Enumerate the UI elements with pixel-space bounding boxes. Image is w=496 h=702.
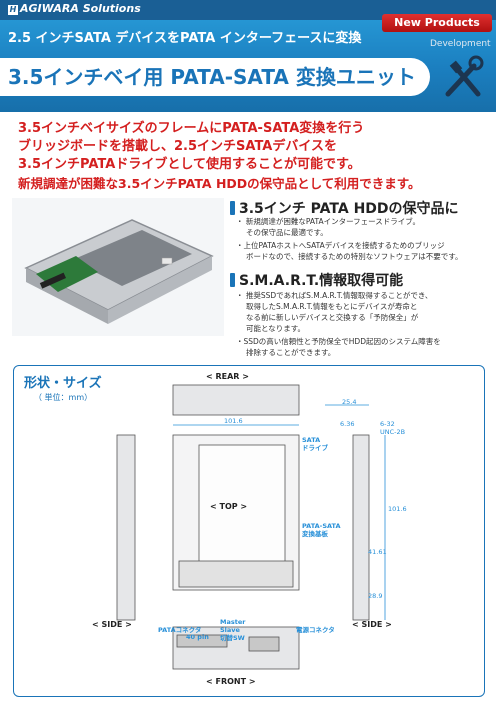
intro-line: ブリッジボードを搭載し、2.5インチSATAデバイスを — [18, 139, 337, 154]
intro-line: 3.5インチPATAドライブとして使用することが可能です。 — [18, 157, 361, 172]
section-bullet: ・ 推奨SSDであればS.M.A.R.T.情報取得することができ、 取得したS.… — [236, 290, 432, 334]
sata-drive-shape — [198, 444, 286, 576]
logo-mark-icon: H — [8, 5, 18, 15]
section-heading-smart: S.M.A.R.T.情報取得可能 — [230, 270, 403, 290]
master-slave-label-line: Slave — [220, 626, 240, 634]
diagram-unit: （ 単位：mm） — [34, 393, 93, 402]
mount-dimension: 41.61 — [368, 548, 387, 556]
intro-note: 新規調達が困難な3.5インチPATA HDDの保守品として利用できます。 — [18, 176, 421, 191]
section-marker-icon — [230, 273, 235, 287]
screw-spec: 6-32 UNC-2B — [380, 420, 405, 436]
product-photo — [12, 198, 224, 336]
bullet-line: 可能となります。 — [246, 324, 306, 333]
power-connector-shape — [248, 636, 280, 652]
master-slave-label-line: Master — [220, 618, 246, 626]
pata-connector-label: PATAコネクタ — [158, 626, 202, 634]
header-top-bar — [0, 0, 496, 20]
title-panel — [0, 58, 430, 96]
side-width-dimension: 25.4 — [342, 398, 357, 406]
section-bullet: ・SSDの高い信頼性と予防保全でHDD起因のシステム障害を 排除することができま… — [236, 336, 441, 358]
bullet-line: ボードなので、接続するための特別なソフトウェアは不要です。 — [246, 252, 463, 261]
page-subtitle: 2.5 インチSATA デバイスをPATA インターフェースに変換 — [8, 31, 362, 46]
width-dimension: 101.6 — [224, 417, 243, 425]
top-label: < TOP > — [210, 502, 248, 511]
bullet-line: ・SSDの高い信頼性と予防保全でHDD起因のシステム障害を — [236, 337, 441, 346]
master-slave-label: Master Slave 切替SW — [220, 618, 245, 642]
pata-connector-shape — [176, 634, 228, 648]
new-products-badge: New Products — [382, 14, 492, 32]
section-marker-icon — [230, 201, 235, 215]
right-side-label: < SIDE > — [352, 620, 392, 629]
bullet-line: 排除することができます。 — [246, 348, 336, 357]
section-bullet: ・上位PATAホストへSATAデバイスを接続するためのブリッジ ボードなので、接… — [236, 240, 462, 262]
logo-text: AGIWARA Solutions — [20, 2, 141, 15]
right-side-view-shape — [352, 434, 370, 621]
section-bullet: ・ 新規調達が困難なPATAインターフェースドライブ。 その保守品に最適です。 — [236, 216, 420, 238]
wrench-screwdriver-icon — [445, 55, 484, 97]
front-label: < FRONT > — [206, 677, 256, 686]
intro-line: 3.5インチベイサイズのフレームにPATA-SATA変換を行う — [18, 121, 365, 136]
bridge-board-label: PATA-SATA 変換基板 — [302, 522, 341, 538]
sata-drive-label: SATA ドライブ — [302, 436, 328, 452]
sata-drive-label-line: ドライブ — [302, 444, 328, 452]
section-heading-text: S.M.A.R.T.情報取得可能 — [239, 273, 404, 289]
bottom-dimension: 28.9 — [368, 592, 383, 600]
offset-dimension: 6.36 — [340, 420, 355, 428]
intro-text: 3.5インチベイサイズのフレームにPATA-SATA変換を行う ブリッジボードを… — [18, 120, 364, 174]
master-slave-label-line: 切替SW — [220, 634, 245, 642]
bridge-board-label-line: PATA-SATA — [302, 522, 341, 530]
screw-spec-line: 6-32 — [380, 420, 395, 428]
section-heading-text: 3.5インチ PATA HDDの保守品に — [239, 201, 459, 217]
bullet-line: なる前に新しいデバイスと交換する「予防保全」が — [246, 313, 419, 322]
rear-label: < REAR > — [206, 372, 249, 381]
bullet-line: 取得したS.M.A.R.T.情報をもとにデバイスが寿命と — [246, 302, 418, 311]
bullet-line: ・上位PATAホストへSATAデバイスを接続するためのブリッジ — [236, 241, 445, 250]
height-dimension: 101.6 — [388, 505, 407, 513]
left-side-label: < SIDE > — [92, 620, 132, 629]
section-heading-maintenance: 3.5インチ PATA HDDの保守品に — [230, 198, 459, 218]
pins-label: 40 pin — [186, 633, 209, 641]
power-connector-label: 電源コネクタ — [296, 626, 335, 634]
bullet-line: その保守品に最適です。 — [246, 228, 328, 237]
development-label: Development — [430, 39, 491, 49]
page-title: 3.5インチベイ用 PATA-SATA 変換ユニット — [8, 65, 416, 89]
left-side-view-shape — [116, 434, 136, 621]
screw-spec-line: UNC-2B — [380, 428, 406, 436]
rear-view-shape — [172, 384, 300, 416]
bullet-line: ・ 新規調達が困難なPATAインターフェースドライブ。 — [236, 217, 421, 226]
bridge-board-shape — [178, 560, 294, 588]
diagram-title: 形状・サイズ — [24, 376, 102, 391]
bullet-line: ・ 推奨SSDであればS.M.A.R.T.情報取得することができ、 — [236, 291, 433, 300]
sata-drive-label-line: SATA — [302, 436, 321, 444]
bridge-board-label-line: 変換基板 — [302, 530, 328, 538]
dimension-drawing — [116, 384, 386, 670]
